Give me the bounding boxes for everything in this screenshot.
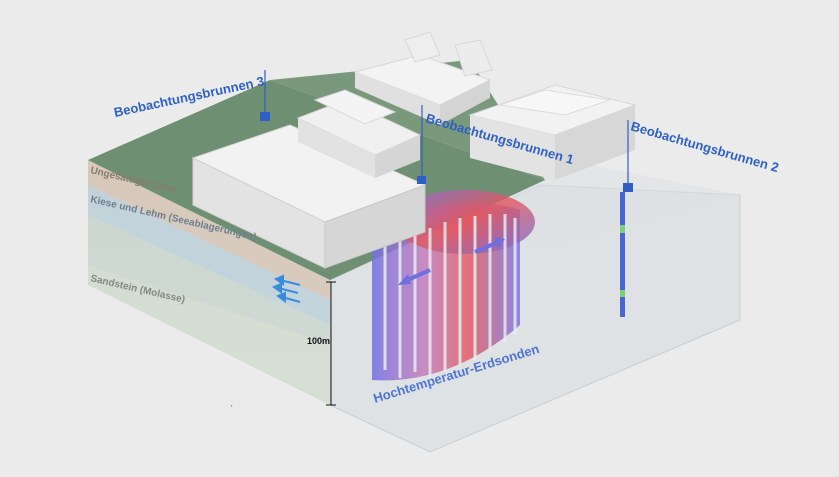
well-2 xyxy=(620,120,633,317)
building-large-left xyxy=(191,124,427,269)
depth-label: 100m xyxy=(307,336,330,346)
layer-gravel-lower xyxy=(88,215,330,345)
probe-rods xyxy=(383,214,517,380)
groundwater-flow-arrows xyxy=(271,274,301,303)
building-right xyxy=(468,84,637,180)
layer-gravel xyxy=(88,185,330,325)
flow-arrow-left xyxy=(398,268,431,285)
depth-marker xyxy=(326,281,336,406)
label-well-2: Beobachtungsbrunnen 2 xyxy=(629,118,780,175)
layer-unsaturated xyxy=(88,160,330,300)
well-1 xyxy=(417,105,426,184)
flow-arrow-right xyxy=(474,237,505,254)
well-3 xyxy=(260,70,270,121)
stray-mark: ' xyxy=(231,404,233,413)
building-back xyxy=(353,31,493,125)
building-middle xyxy=(296,89,422,178)
layer-sandstone xyxy=(88,265,330,405)
